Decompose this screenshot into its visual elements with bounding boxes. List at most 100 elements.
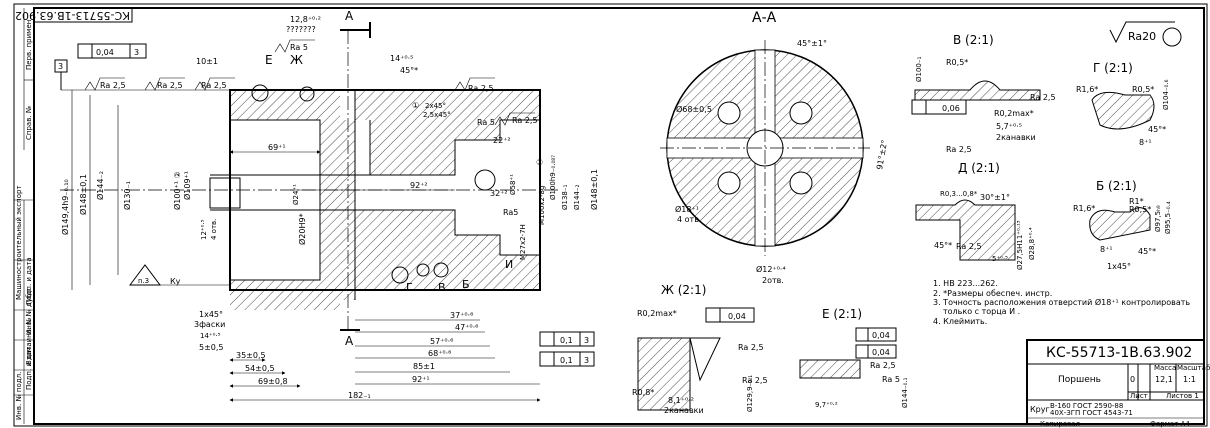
b-r16: R1,6* — [1073, 204, 1095, 213]
note-4: 4. Клеймить. — [933, 317, 987, 326]
side-label-inv-podl: Инв. № подл. — [15, 372, 23, 420]
label-a-top: А — [345, 9, 354, 23]
dim-12-05: 12⁺⁰·⁵ — [200, 219, 208, 240]
dim-10: 10±1 — [196, 57, 218, 66]
zh-dim-81: 8,1⁺⁰·² — [668, 396, 694, 405]
title-scale-header: Масштаб — [1177, 364, 1210, 372]
dia-100h9: Ø100h9₋₀.₀₈₇ — [549, 155, 557, 200]
dim-54: 54±0,5 — [245, 364, 275, 373]
chamfers-3: 3фаски — [194, 320, 225, 329]
v-r05: R0,5* — [946, 58, 968, 67]
detail-zh-title: Ж (2:1) — [661, 283, 706, 297]
d-dia-275: Ø27,5H11⁺⁰·¹³ — [1016, 220, 1024, 270]
roughness-general: Ra20 — [1109, 21, 1182, 47]
note-1: 1. НВ 223...262. — [933, 279, 998, 288]
title-block: КС-55713-1В.63.902 Поршень Масса Масштаб… — [1026, 339, 1210, 428]
note-3b: только с торца И . — [943, 307, 1020, 316]
side-label-sprav: Справ. № — [25, 106, 33, 140]
dim-top-q: ??????? — [286, 25, 316, 34]
detail-b: Б (2:1) R1,6* R1* R0,5* Ø97,5ₕ₉ Ø95,5₋₀.… — [1073, 179, 1172, 271]
d-ra: Ra 2,5 — [956, 242, 982, 251]
e-dim-97: 9,7⁺⁰·² — [815, 401, 838, 409]
title-format: Формат А4 — [1150, 420, 1190, 428]
detail-e-title: Е (2:1) — [822, 307, 862, 321]
tol-bottom2-datum: 3 — [584, 356, 589, 365]
title-lit-value: 0 — [1130, 375, 1135, 384]
e-ra: Ra 2,5 — [870, 361, 896, 370]
dim-92b: 92⁺¹ — [412, 375, 430, 384]
ra-label-2: Ra 2,5 — [157, 81, 183, 90]
bottom-dims: 35±0,5 54±0,5 69±0,8 182₋₁ 37⁺⁰·⁶ 47⁺⁰·⁶… — [229, 311, 541, 402]
b-r1: R1* — [1129, 197, 1144, 206]
detail-zh: Ж (2:1) R0,2max* R0,8* 0,04 Ra 2,5 Ra 2,… — [632, 283, 768, 415]
title-part-name: Поршень — [1058, 375, 1101, 385]
title-copied: Копировал — [1040, 420, 1080, 428]
label-a-bottom: А — [345, 334, 354, 348]
dia-148-r: Ø148±0,1 — [589, 169, 599, 210]
ra-label-5: Ra 2,5 — [468, 84, 494, 93]
chamfer-top: 14⁺⁰·⁵ — [390, 54, 413, 63]
aa-dia-68: Ø68±0,5 — [676, 104, 712, 114]
main-view: 3 0,04 3 12,8⁺⁰·² ??????? А А 14⁺⁰·⁵ 45°… — [54, 9, 599, 402]
datum-box-top: 3 — [58, 62, 63, 71]
ra-symbols-top: Ra 2,5 Ra 2,5 Ra 2,5 Ra 5 Ra 2,5 Ra 2,5 … — [84, 39, 538, 127]
dia-144-r: Ø144₋₂ — [573, 184, 581, 210]
b-dia-97: Ø97,5ₕ₉ — [1154, 205, 1162, 232]
v-dim-57: 5,7⁺⁰·⁵ — [996, 122, 1022, 131]
title-sheet-label: Лист — [1130, 392, 1148, 400]
e-tol2: 0,04 — [872, 348, 890, 357]
g-dim-8: 8⁺¹ — [1139, 138, 1152, 147]
d-dim-5: 5⁺⁰·⁵ — [992, 255, 1008, 263]
v-grooves: 2канавки — [996, 133, 1036, 142]
v-ra-2: Ra 2,5 — [946, 145, 972, 154]
chamfer-1x45: 1x45° — [199, 310, 223, 319]
dim-5: 5±0,5 — [199, 343, 224, 352]
rotated-stamp: КС-55713-1В.63.902 — [15, 7, 133, 23]
aa-dia-18: Ø18⁺¹ — [675, 204, 699, 214]
dim-85: 85±1 — [413, 362, 435, 371]
sheet-frame — [13, 3, 1208, 427]
note-3: 3. Точность расположения отверстий Ø18⁺¹… — [933, 297, 1190, 307]
label-ku: Ку — [170, 277, 181, 286]
d-angle45: 45°* — [934, 241, 952, 250]
title-material-line2: 40Х-ЗГП ГОСТ 4543-71 — [1050, 409, 1133, 417]
d-angle: 30°±1° — [980, 193, 1010, 202]
b-angle: 45°* — [1138, 247, 1156, 256]
section-aa-title: А-А — [752, 10, 777, 26]
v-r02: R0,2max* — [994, 109, 1034, 118]
dim-69b: 69±0,8 — [258, 377, 288, 386]
zh-r02: R0,2max* — [637, 309, 677, 318]
dia-20: Ø20H9* — [297, 213, 307, 245]
dim-35: 35±0,5 — [236, 351, 266, 360]
dia-58: Ø58⁺¹ — [509, 174, 517, 195]
zh-dia-129: Ø129,9₋₀.₁ — [746, 375, 754, 412]
detail-e: Е (2:1) 0,04 0,04 Ra 2,5 Ra 5 9,7⁺⁰·² Ø1… — [799, 307, 909, 409]
dia-148: Ø148±0,1 — [78, 174, 88, 215]
side-label-podp1: Подп. и дата — [25, 342, 33, 390]
roughness-general-text: Ra20 — [1128, 30, 1156, 43]
label-g: Г — [406, 281, 413, 294]
detail-b-title: Б (2:1) — [1096, 179, 1137, 193]
dim-14b: 14⁺⁰·⁵ — [200, 332, 221, 340]
dia-144: Ø144₋₂ — [95, 171, 105, 200]
dia-24: Ø24⁺¹ — [292, 184, 300, 205]
b-chamfer: 1x45° — [1107, 262, 1131, 271]
dia-138: Ø138₋₁ — [561, 184, 569, 210]
b-r05: R0,5* — [1129, 205, 1151, 214]
d-dia-288: Ø28,8⁺⁰·⁴ — [1028, 227, 1036, 260]
detail-v: В (2:1) R0,5* R0,2max* Ø100₋₁ 0,06 Ra 2,… — [911, 33, 1056, 154]
ra-label-4: Ra 5 — [290, 43, 308, 52]
side-label-perv: Перв. примен. — [25, 17, 33, 70]
dim-182: 182₋₁ — [348, 391, 371, 400]
note-2: 2. *Размеры обеспеч. инстр. — [933, 289, 1052, 298]
title-scale-value: 1:1 — [1183, 375, 1196, 384]
dim-57: 57⁺⁰·⁶ — [430, 337, 453, 346]
chamfer-2-5x45: 2,5x45° — [423, 111, 451, 119]
side-label-dubl: Инв. № дубл. — [25, 287, 33, 335]
tol-top-datum: 3 — [134, 48, 139, 57]
dim-69: 69⁺¹ — [268, 143, 286, 152]
circled-1b: ① — [536, 158, 543, 167]
e-dia-144: Ø144₋₀.₁ — [901, 377, 909, 408]
notes-block: 1. НВ 223...262. 2. *Размеры обеспеч. ин… — [933, 279, 1190, 326]
